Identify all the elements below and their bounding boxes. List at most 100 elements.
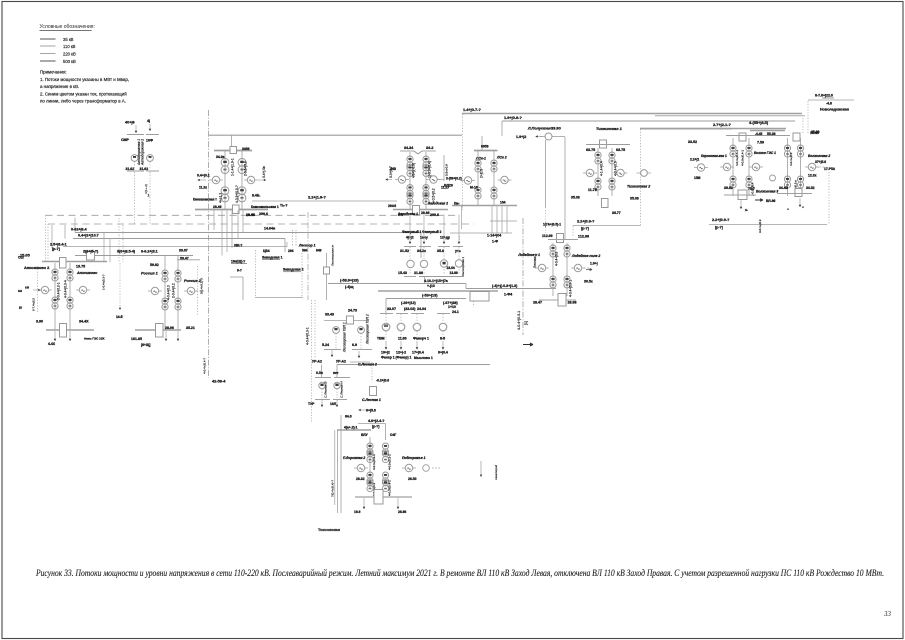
svg-text:Лесогорская ТВЛ 2: Лесогорская ТВЛ 2 — [365, 314, 369, 345]
svg-text:164: 164 — [500, 201, 506, 205]
svg-text:59.47: 59.47 — [180, 256, 189, 260]
svg-text:Анисимово 2: Анисимово 2 — [24, 265, 50, 270]
svg-text:4-1.2+j0.2-х: 4-1.2+j0.2-х — [793, 180, 797, 196]
svg-text:(-29+j12): (-29+j12) — [401, 301, 416, 305]
svg-text:35.08: 35.08 — [630, 197, 639, 201]
svg-text:16Л: 16Л — [330, 402, 337, 406]
svg-text:ТВМ: ТВМ — [377, 336, 385, 340]
svg-text:36.77: 36.77 — [612, 211, 621, 215]
svg-text:М-18: М-18 — [470, 186, 478, 190]
svg-text:[1]: [1] — [524, 321, 528, 325]
svg-text:1(7А+j0.5)-1: 1(7А+j0.5)-1 — [543, 223, 561, 227]
svg-text:17-Р5А: 17-Р5А — [824, 167, 836, 171]
svg-text:55.38: 55.38 — [767, 132, 776, 136]
svg-text:+-j10: +-j10 — [427, 284, 435, 288]
svg-text:29.86: 29.86 — [421, 211, 430, 215]
svg-text:Анисимово: Анисимово — [76, 271, 98, 275]
svg-text:2-0.4+j0.2-1: 2-0.4+j0.2-1 — [57, 282, 61, 300]
svg-text:26.98: 26.98 — [398, 510, 406, 514]
svg-text:2.2+j1: 2.2+j1 — [690, 158, 699, 162]
svg-text:15М: 15М — [694, 176, 701, 180]
svg-text:уть: уть — [455, 249, 461, 253]
svg-text:[р-?]: [р-?] — [581, 227, 589, 231]
svg-text:Примечания:: Примечания: — [40, 70, 67, 75]
svg-text:Лодейное поле 2: Лодейное поле 2 — [571, 254, 600, 258]
svg-text:Л.Полустан: Л.Полустан — [527, 126, 551, 130]
svg-text:Волховская 2: Волховская 2 — [808, 154, 830, 158]
svg-text:24.1: 24.1 — [452, 310, 459, 314]
svg-text:29А6: 29А6 — [388, 204, 396, 208]
svg-text:Новоладожская: Новоладожская — [820, 107, 849, 111]
svg-text:4-0.4+j0.2: 4-0.4+j0.2 — [789, 152, 793, 166]
svg-text:Фанерный 2: Фанерный 2 — [422, 230, 442, 234]
svg-text:33.43: 33.43 — [325, 313, 334, 317]
svg-text:Заводская 2: Заводская 2 — [428, 202, 448, 206]
svg-text:Тихвинская 1: Тихвинская 1 — [596, 126, 622, 131]
svg-text:11.7Е: 11.7Е — [588, 188, 598, 192]
svg-text:13.75: 13.75 — [76, 264, 85, 268]
svg-text:-4.8: -4.8 — [826, 102, 832, 106]
svg-text:ВЛУ: ВЛУ — [361, 433, 369, 437]
svg-text:0.4+j2+j10.7: 0.4+j2+j10.7 — [78, 234, 99, 238]
svg-text:63.75: 63.75 — [586, 148, 595, 152]
svg-text:4-1.4+j0.4: 4-1.4+j0.4 — [600, 161, 604, 176]
svg-text:-0.2+j0.6: -0.2+j0.6 — [376, 379, 389, 383]
svg-text:Км-: Км- — [454, 201, 460, 205]
svg-text:Заводская 1: Заводская 1 — [262, 256, 283, 260]
svg-text:Токсовская: Токсовская — [318, 527, 341, 532]
svg-text:849: 849 — [316, 249, 322, 253]
svg-text:Автодорожная 2: Автодорожная 2 — [140, 139, 144, 166]
svg-text:4-0.4+j0.4-1: 4-0.4+j0.4-1 — [735, 150, 739, 166]
svg-text:112.99: 112.99 — [578, 234, 589, 238]
svg-text:Анис ГЭС 10Х: Анис ГЭС 10Х — [84, 336, 105, 340]
svg-text:0.4+j0.1: 0.4+j0.1 — [197, 173, 210, 177]
svg-text:34.34: 34.34 — [404, 146, 414, 150]
svg-text:2.7+j2.1-?: 2.7+j2.1-? — [713, 122, 731, 127]
svg-text:-4.45: -4.45 — [755, 132, 762, 136]
svg-text:Рисунок 33. Потоки мощности и: Рисунок 33. Потоки мощности и уровни нап… — [35, 568, 884, 578]
svg-text:34В: 34В — [390, 167, 397, 171]
svg-text:4-0.4+j0.9: 4-0.4+j0.9 — [614, 161, 618, 176]
svg-text:4.6+j2.4-?: 4.6+j2.4-? — [368, 419, 384, 423]
svg-text:Фанерный 1: Фанерный 1 — [402, 230, 422, 234]
svg-text:6-7.6+j22.6: 6-7.6+j22.6 — [815, 94, 833, 98]
svg-text:8-6: 8-6 — [440, 336, 445, 340]
svg-text:7(0.4+j0.4)-?: 7(0.4+j0.4)-? — [330, 480, 334, 497]
svg-text:4-0.9+j0.9-?: 4-0.9+j0.9-? — [235, 185, 239, 203]
svg-text:112.69: 112.69 — [542, 234, 553, 238]
svg-text:4-(55+j4.5): 4-(55+j4.5) — [749, 120, 769, 125]
svg-text:4(1+-2): 4(1+-2) — [144, 184, 148, 194]
svg-text:4-0.4+j0.3-1: 4-0.4+j0.3-1 — [517, 311, 521, 330]
svg-text:пет: пет — [333, 371, 339, 375]
svg-text:1-1.4+j1.9-1: 1-1.4+j1.9-1 — [231, 158, 235, 176]
svg-text:16Ф: 16Ф — [146, 138, 153, 142]
svg-text:28.47: 28.47 — [533, 300, 542, 304]
svg-text:4-0.4+j0.9-1: 4-0.4+j0.9-1 — [569, 280, 573, 297]
svg-text:30.5х: 30.5х — [584, 280, 593, 284]
svg-text:3489: 3489 — [242, 147, 250, 151]
svg-text:[р-?]: [р-?] — [372, 424, 379, 428]
svg-text:0-62+j6.4: 0-62+j6.4 — [71, 228, 88, 232]
svg-text:34.52: 34.52 — [806, 186, 815, 190]
svg-text:2. Синим цветом указан ток, пр: 2. Синим цветом указан ток, протекающий — [40, 92, 127, 97]
svg-text:28.50: 28.50 — [408, 477, 417, 481]
svg-text:Условные обозначения:: Условные обозначения: — [40, 24, 95, 30]
svg-text:13.88: 13.88 — [450, 271, 458, 275]
svg-text:14-й: 14-й — [116, 315, 123, 319]
svg-text:Заводская 2: Заводская 2 — [283, 268, 304, 272]
svg-text:10.46: 10.46 — [246, 213, 255, 217]
svg-text:33: 33 — [883, 610, 892, 618]
svg-text:34-2: 34-2 — [426, 146, 433, 150]
svg-text:4-0.4+j0.3: 4-0.4+j0.3 — [167, 285, 171, 300]
svg-text:(-53+j13): (-53+j13) — [422, 294, 438, 298]
svg-text:Комсомольская 1: Комсомольская 1 — [251, 205, 279, 209]
svg-text:23.04: 23.04 — [447, 266, 455, 270]
svg-text:4-0.4+j0.3-1: 4-0.4+j0.3-1 — [306, 327, 310, 345]
svg-text:39.62: 39.62 — [724, 186, 733, 190]
svg-text:5.24: 5.24 — [322, 343, 329, 347]
svg-text:31.62: 31.62 — [140, 167, 149, 171]
svg-text:19+j2: 19+j2 — [381, 351, 390, 355]
svg-text:584: 584 — [302, 248, 308, 252]
svg-text:9+j0.4: 9+j0.4 — [438, 351, 448, 355]
svg-text:+: + — [787, 208, 789, 212]
